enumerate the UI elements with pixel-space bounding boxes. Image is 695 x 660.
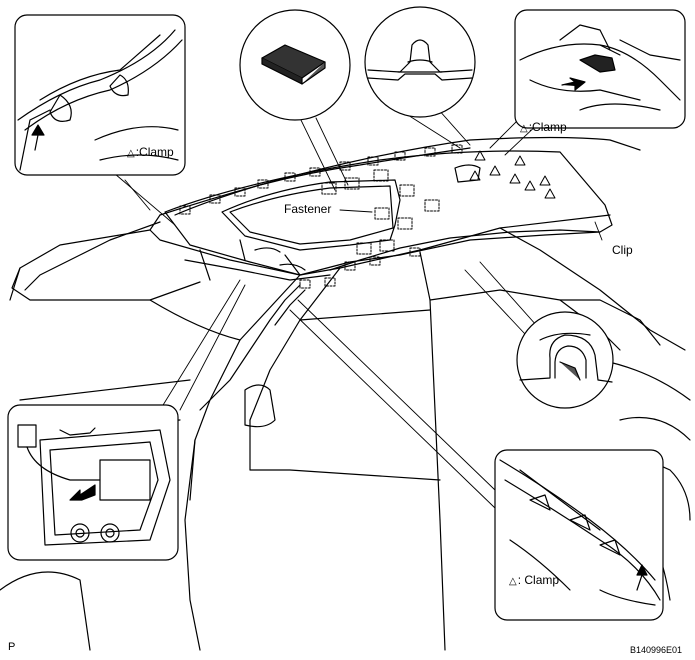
car-body	[0, 136, 691, 651]
page-marker: P	[8, 640, 15, 654]
fastener-markers	[179, 144, 463, 289]
fastener-text: Fastener	[284, 202, 332, 216]
clip-text: Clip	[612, 243, 633, 257]
fastener-label: Fastener	[284, 202, 331, 216]
clamp-symbol: △	[520, 123, 528, 134]
detail-bottom-left	[7, 404, 179, 561]
detail-top-right	[514, 9, 686, 129]
figure-code: B140996E01	[630, 645, 682, 655]
clamp-label-top-left: △:Clamp	[127, 145, 174, 161]
detail-bottom-right	[494, 449, 664, 621]
detail-clip-profile	[364, 6, 476, 118]
clamp-label-top-right: △:Clamp	[520, 120, 567, 136]
clamp-triangles	[469, 150, 556, 199]
clamp-label-bottom-right: △: Clamp	[509, 573, 559, 589]
detail-clip-mount	[516, 311, 614, 409]
clamp-symbol: △	[127, 148, 135, 159]
clamp-symbol: △	[509, 576, 517, 587]
detail-fastener-pad	[239, 9, 351, 121]
detail-top-left	[14, 14, 186, 176]
clamp-text: :Clamp	[528, 120, 567, 134]
clamp-text: : Clamp	[517, 573, 560, 587]
page-marker-text: P	[8, 641, 16, 653]
clip-label: Clip	[612, 243, 633, 257]
clamp-text: :Clamp	[135, 145, 174, 159]
figure-code-text: B140996E01	[630, 645, 683, 655]
